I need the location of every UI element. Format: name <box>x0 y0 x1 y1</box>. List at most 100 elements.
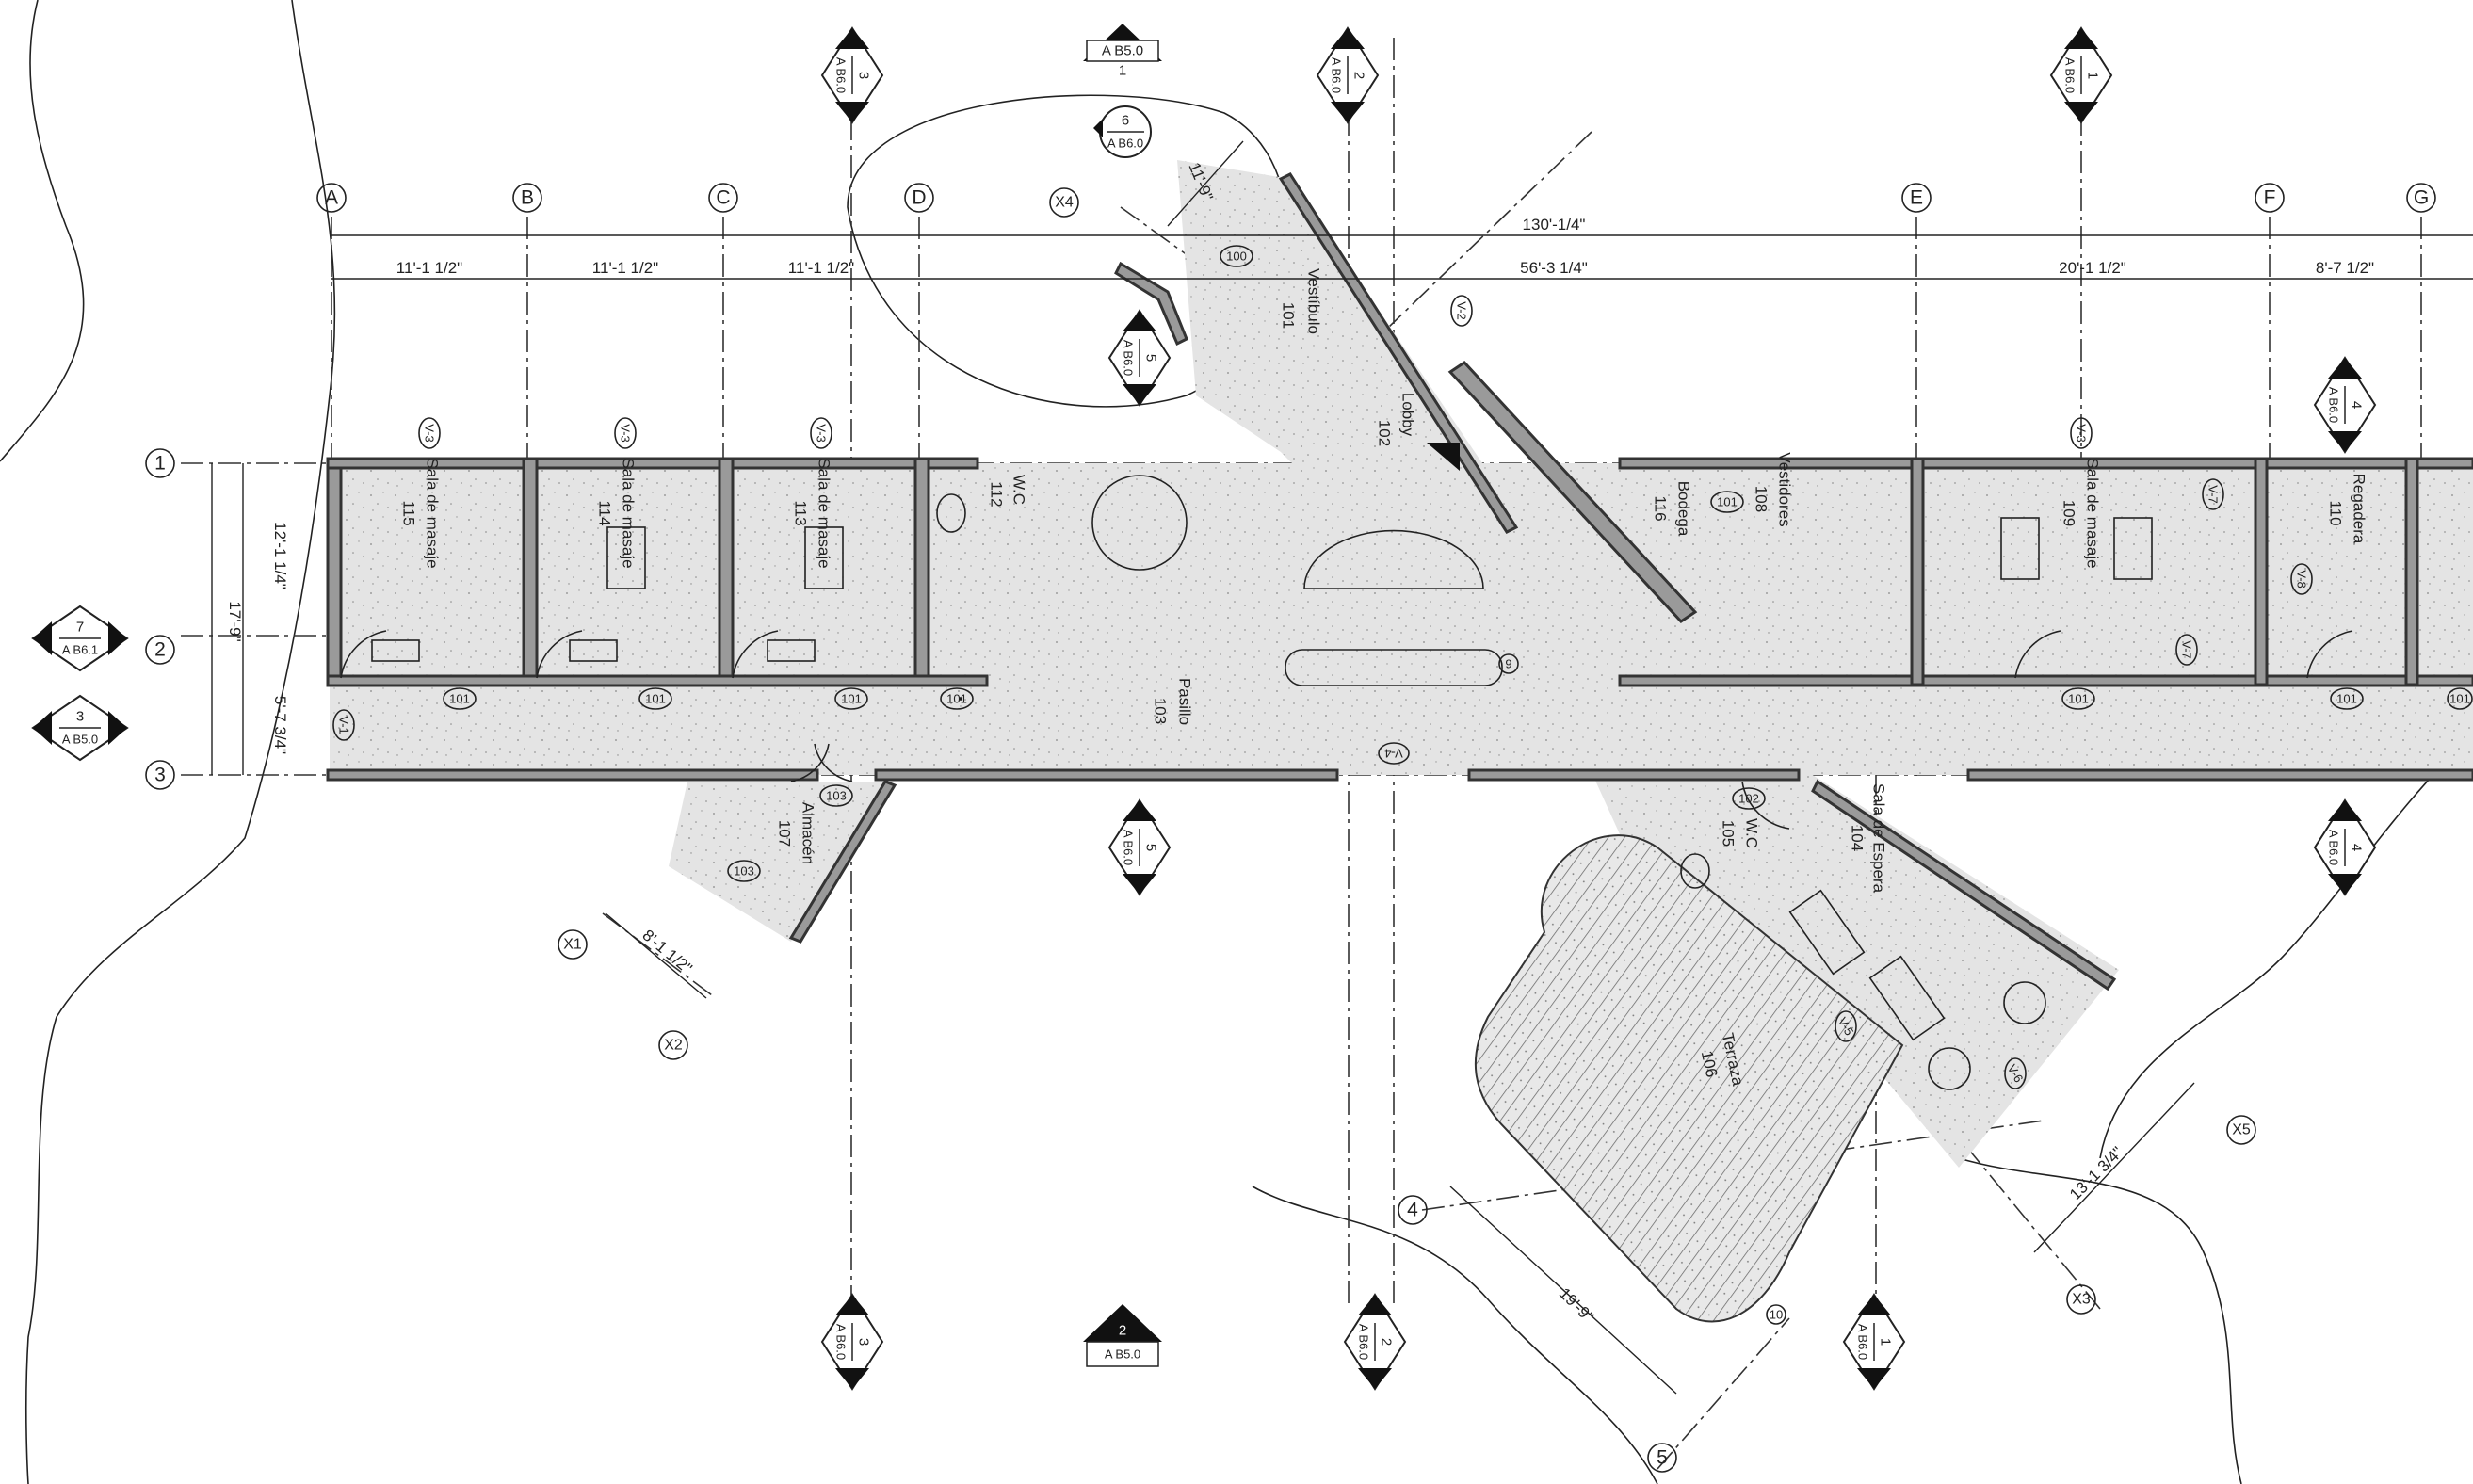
section-markers: 3 A B6.0 A B5.0 1 6 A B6.0 2 A B6.0 <box>31 24 2377 1391</box>
svg-text:V-3: V-3 <box>2075 424 2089 443</box>
door-tag: 101 <box>940 687 974 710</box>
svg-text:2: 2 <box>1351 72 1367 79</box>
grid-bubble-5: 5 <box>1647 1443 1677 1473</box>
section-marker-bot-3: 3 A B6.0 <box>820 1293 884 1391</box>
svg-text:103: 103 <box>734 864 754 879</box>
door-tag: 100 <box>1220 245 1253 267</box>
svg-text:101: 101 <box>946 692 967 706</box>
window-tag: V-4 <box>1378 742 1410 765</box>
svg-text:5: 5 <box>1143 844 1159 851</box>
door-tag: 101 <box>1710 491 1744 513</box>
dim-row-12: 12'-1 1/4" <box>271 522 289 589</box>
grid-label-x3: X3 <box>2072 1292 2091 1308</box>
grid-label-x4: X4 <box>1055 195 1074 211</box>
svg-text:3: 3 <box>856 72 872 79</box>
svg-text:1: 1 <box>1119 63 1126 79</box>
dim-overall: 130'-1/4" <box>1523 216 1586 234</box>
door-swings <box>340 630 2353 830</box>
equipment-tag: 9 <box>1498 653 1519 674</box>
svg-text:A B6.0: A B6.0 <box>1856 1324 1870 1360</box>
section-marker-left-7: 7 A B6.1 <box>31 605 129 672</box>
room-bodega-num: 116 <box>1652 495 1670 521</box>
svg-text:A B6.0: A B6.0 <box>2063 57 2077 93</box>
dim-row-23: 5'-7 3/4" <box>271 696 289 754</box>
svg-text:101: 101 <box>2068 692 2089 706</box>
section-marker-left-3: 3 A B5.0 <box>31 694 129 762</box>
svg-text:4: 4 <box>2349 844 2365 851</box>
door-tag: 101 <box>443 687 477 710</box>
grid-label-c: C <box>716 187 730 209</box>
dim-bay-bc: 11'-1 1/2" <box>592 259 658 277</box>
door-tag: 101 <box>2061 687 2095 710</box>
svg-text:V-3: V-3 <box>815 424 829 443</box>
window-tag: V-1 <box>332 709 355 741</box>
room-masaje-115-name: Sala de masaje <box>424 458 442 568</box>
svg-text:V-1: V-1 <box>337 716 351 734</box>
svg-text:V-4: V-4 <box>1384 747 1403 761</box>
svg-text:A B6.0: A B6.0 <box>1122 830 1136 865</box>
dim-bay-ef: 20'-1 1/2" <box>2059 259 2126 277</box>
grid-bubble-x4: X4 <box>1049 187 1079 218</box>
svg-text:V-2: V-2 <box>1455 301 1469 320</box>
section-marker-right-4: 4 A B6.0 <box>2313 356 2377 454</box>
section-marker-bot-1: 1 A B6.0 <box>1842 1293 1906 1391</box>
grid-label-f: F <box>2264 187 2276 209</box>
svg-text:2: 2 <box>1119 1323 1126 1339</box>
grid-bubble-g: G <box>2406 183 2436 213</box>
room-lobby-num: 102 <box>1376 420 1394 446</box>
svg-text:1: 1 <box>2085 72 2101 79</box>
dim-row-13: 17'-9" <box>226 601 244 641</box>
window-tag: V-3 <box>614 417 637 449</box>
svg-text:101: 101 <box>2336 692 2357 706</box>
room-regadera-name: Regadera <box>2351 474 2368 544</box>
grid-bubbles: A B C D E F G 1 2 3 X1 X2 X3 X4 X5 4 5 <box>145 183 2436 1473</box>
room-masaje-114-name: Sala de masaje <box>620 458 638 568</box>
svg-text:V-7: V-7 <box>2206 485 2221 504</box>
svg-text:V-8: V-8 <box>2295 570 2309 589</box>
room-masaje-109-num: 109 <box>2061 500 2078 526</box>
fixtures <box>371 475 2153 1090</box>
room-vestidores-num: 108 <box>1753 486 1770 512</box>
svg-text:9: 9 <box>1505 657 1511 671</box>
equipment-tag: 10 <box>1766 1304 1786 1325</box>
grid-bubble-a: A <box>316 183 347 213</box>
room-labels: Vestíbulo 101 Lobby 102 Pasillo 103 Sala… <box>400 268 2368 1088</box>
grid-bubble-x5: X5 <box>2226 1115 2256 1145</box>
window-tag: V-7 <box>2175 634 2198 666</box>
room-masaje-113-num: 113 <box>792 500 810 525</box>
svg-text:V-3: V-3 <box>619 424 633 443</box>
window-tag: V-3 <box>418 417 441 449</box>
grid-label-2: 2 <box>154 639 166 661</box>
grid-bubble-f: F <box>2255 183 2285 213</box>
section-marker-top-3: 3 A B6.0 <box>820 26 884 124</box>
door-tag: 103 <box>819 784 853 807</box>
grid-bubble-d: D <box>904 183 934 213</box>
level-arrow-icon <box>1427 443 1460 471</box>
door-tag: 102 <box>1732 787 1766 810</box>
grid-label-1: 1 <box>154 453 166 475</box>
dim-waiting-wing: 13'-1 3/4" <box>2066 1143 2126 1203</box>
grid-bubble-4: 4 <box>1398 1195 1428 1225</box>
svg-text:101: 101 <box>2449 692 2470 706</box>
door-tag: 101 <box>2447 687 2473 710</box>
window-tags: V-1 V-2 V-3 V-3 V-3 V-3 V-4 V-5 V-6 V-7 … <box>332 295 2313 1089</box>
floors <box>330 160 2473 1323</box>
grid-bubble-c: C <box>708 183 738 213</box>
grid-label-4: 4 <box>1407 1200 1418 1221</box>
svg-text:A B6.0: A B6.0 <box>1122 340 1136 376</box>
section-marker-top-2: 2 A B6.0 <box>1316 26 1380 124</box>
grid-label-e: E <box>1910 187 1923 209</box>
grid-bubble-3: 3 <box>145 760 175 790</box>
window-tag: V-5 <box>1835 1010 1857 1042</box>
svg-text:A B5.0: A B5.0 <box>1105 1347 1140 1362</box>
window-tag: V-8 <box>2290 563 2313 595</box>
grid-label-x5: X5 <box>2232 1122 2251 1138</box>
svg-text:103: 103 <box>826 789 847 803</box>
room-almacen-name: Almacén <box>800 802 817 864</box>
svg-text:A B6.0: A B6.0 <box>2327 830 2341 865</box>
door-tag: 101 <box>2330 687 2364 710</box>
dim-bay-fg: 8'-7 1/2" <box>2316 259 2374 277</box>
svg-text:2: 2 <box>1379 1338 1395 1346</box>
grid-bubble-b: B <box>512 183 542 213</box>
